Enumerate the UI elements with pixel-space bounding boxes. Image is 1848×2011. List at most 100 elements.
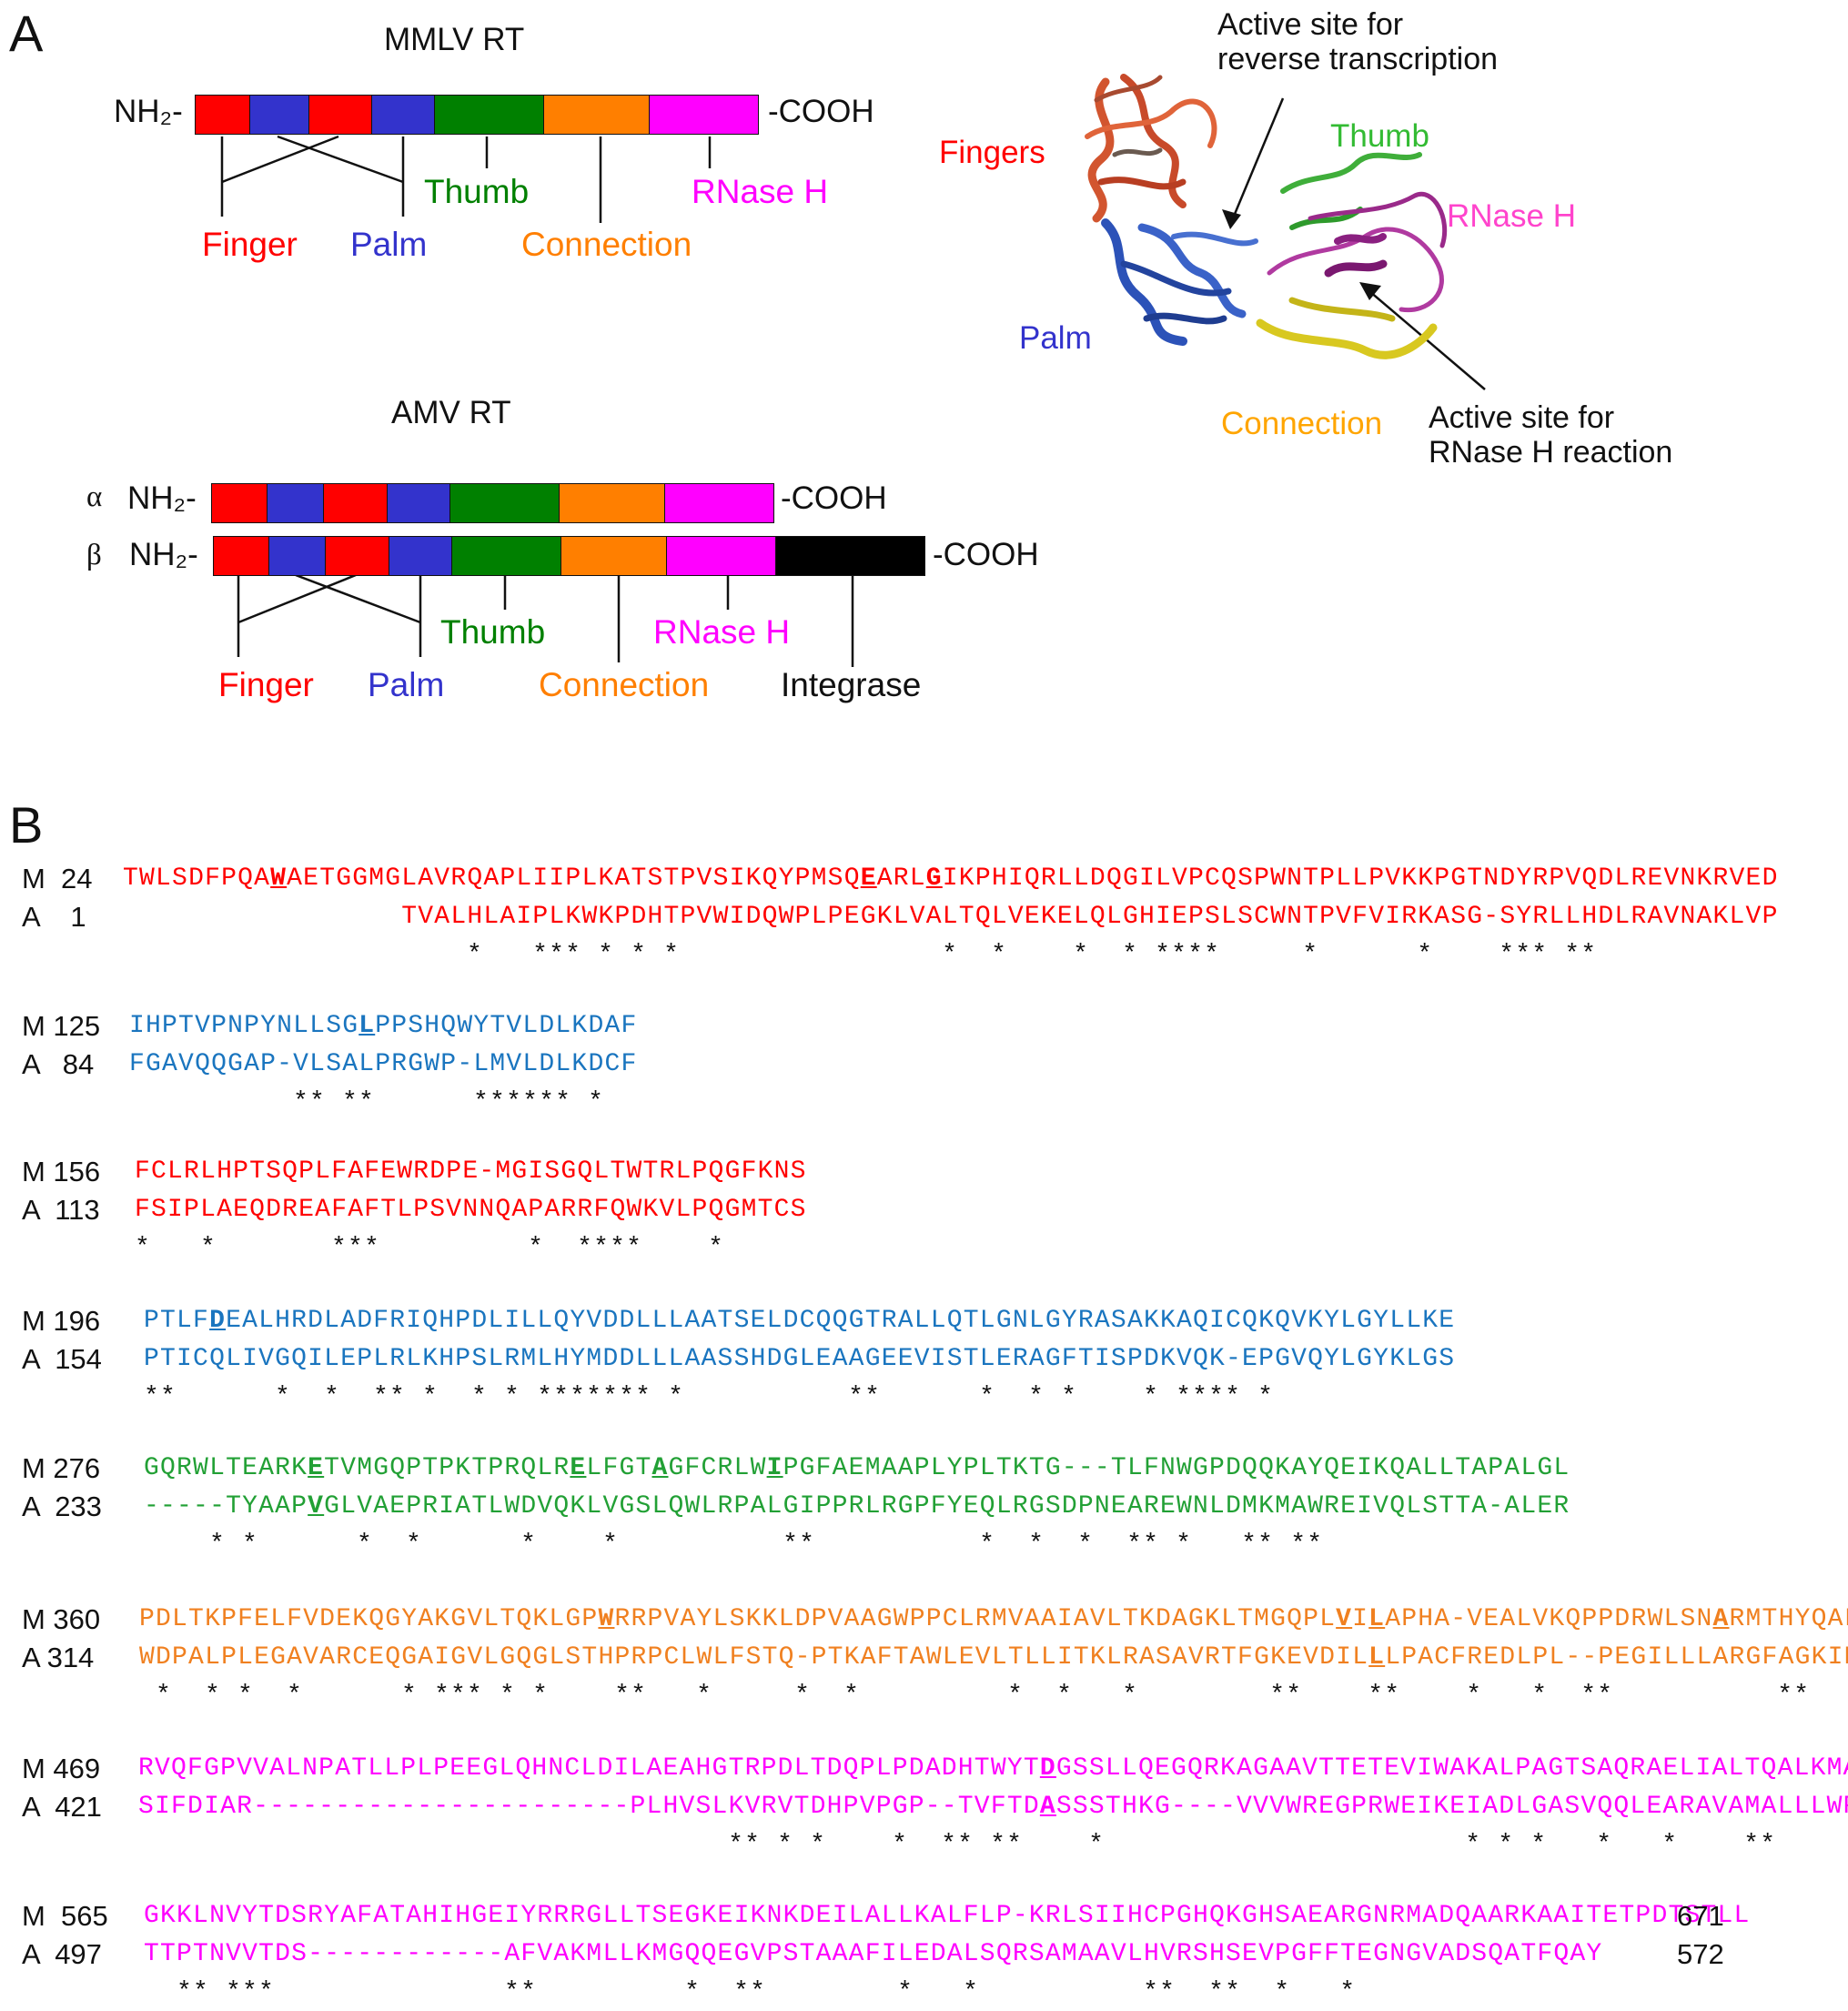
amv-alpha-label: α bbox=[86, 480, 103, 513]
mmlv-rnaseh-segment bbox=[649, 95, 759, 135]
amv-position-label: A 113 bbox=[22, 1194, 100, 1226]
mmlv-sequence: FCLRLHPTSQPLFAFEWRDPE-MGISGQLTWTRLPQGFKN… bbox=[135, 1157, 807, 1186]
amv-alpha-cooh-label: -COOH bbox=[781, 480, 887, 516]
amv-alpha-finger-segment-2 bbox=[323, 483, 388, 523]
amv-alpha-nh2-label: NH₂- bbox=[127, 480, 197, 516]
highlighted-residue: V bbox=[1336, 1605, 1353, 1633]
highlighted-residue: I bbox=[766, 1454, 783, 1482]
mmlv-sequence: PTLFDEALHRDLADFRIQHPDLILLQYVDDLLLAATSELD… bbox=[144, 1307, 1456, 1335]
mmlv-position-label: M 469 bbox=[22, 1753, 101, 1784]
highlighted-residue: G bbox=[925, 864, 943, 893]
amv-sequence: FSIPLAEQDREAFAFTLPSVNNQAPARRFQWKVLPQGMTC… bbox=[135, 1196, 807, 1224]
amv-beta-label: β bbox=[86, 539, 102, 571]
amv-position-label: A 84 bbox=[22, 1048, 95, 1080]
mmlv-position-label: M 156 bbox=[22, 1156, 101, 1187]
structure-thumb-label: Thumb bbox=[1330, 118, 1429, 154]
amv-position-label: A 497 bbox=[22, 1938, 102, 1970]
mmlv-rnaseh-label: RNase H bbox=[692, 173, 829, 210]
amv-beta-palm-segment-2 bbox=[389, 536, 452, 576]
highlighted-residue: L bbox=[358, 1012, 376, 1040]
structure-connection-label: Connection bbox=[1221, 406, 1383, 441]
mmlv-sequence: TWLSDFPQAWAETGGMGLAVRQAPLIIPLKATSTPVSIKQ… bbox=[123, 864, 1779, 893]
mmlv-sequence: GKKLNVYTDSRYAFATAHIHGEIYRRRGLLTSEGKEIKNK… bbox=[144, 1902, 1751, 1930]
amv-sequence: TTPTNVVTDS------------AFVAKMLLKMGQQEGVPS… bbox=[144, 1940, 1603, 1968]
highlighted-residue: V bbox=[308, 1492, 325, 1521]
mmlv-sequence: RVQFGPVVALNPATLLPLPEEGLQHNCLDILAEAHGTRPD… bbox=[138, 1754, 1848, 1783]
amv-beta-thumb-segment bbox=[451, 536, 561, 576]
highlighted-residue: A bbox=[1712, 1605, 1730, 1633]
amv-rnaseh-label: RNase H bbox=[653, 613, 791, 651]
highlighted-residue: D bbox=[209, 1307, 227, 1335]
conservation-stars: * *** * * * * * * * **** * * *** ** bbox=[123, 941, 1598, 969]
amv-beta-finger-segment-1 bbox=[213, 536, 269, 576]
structure-fingers-label: Fingers bbox=[939, 135, 1045, 170]
amv-position-label: A 233 bbox=[22, 1491, 102, 1522]
conservation-stars: ** ** ****** * bbox=[129, 1088, 605, 1117]
amv-sequence: -----TYAAPVGLVAEPRIATLWDVQKLVGSLQWLRPALG… bbox=[144, 1492, 1570, 1521]
amv-beta-finger-segment-2 bbox=[325, 536, 389, 576]
amv-palm-label: Palm bbox=[368, 666, 445, 703]
mmlv-sequence: IHPTVPNPYNLLSGLPPSHQWYTVLDLKDAF bbox=[129, 1012, 638, 1040]
mmlv-palm-segment-2 bbox=[371, 95, 435, 135]
amv-beta-palm-segment-1 bbox=[268, 536, 326, 576]
amv-alpha-thumb-segment bbox=[449, 483, 560, 523]
highlighted-residue: L bbox=[1368, 1643, 1386, 1672]
amv-alpha-finger-segment-1 bbox=[211, 483, 268, 523]
amv-beta-rnaseh-segment bbox=[666, 536, 776, 576]
mmlv-sequence: GQRWLTEARKETVMGQPTPKTPRQLRELFGTAGFCRLWIP… bbox=[144, 1454, 1570, 1482]
mmlv-finger-segment-1 bbox=[195, 95, 250, 135]
amv-end-position: 572 bbox=[1677, 1938, 1724, 1970]
amv-position-label: A 421 bbox=[22, 1791, 102, 1823]
highlighted-residue: A bbox=[1039, 1793, 1056, 1821]
conservation-stars: ** * * ** * * * ******* * ** * * * * ***… bbox=[144, 1383, 1275, 1411]
active-site-rt-label: Active site for reverse transcription bbox=[1217, 7, 1499, 76]
highlighted-residue: E bbox=[860, 864, 877, 893]
mmlv-palm-segment-1 bbox=[249, 95, 309, 135]
mmlv-position-label: M 276 bbox=[22, 1452, 101, 1484]
amv-sequence: FGAVQQGAP-VLSALPRGWP-LMVLDLKDCF bbox=[129, 1050, 638, 1078]
amv-position-label: A 154 bbox=[22, 1343, 102, 1375]
amv-alpha-palm-segment-1 bbox=[267, 483, 324, 523]
mmlv-end-position: 671 bbox=[1677, 1900, 1724, 1932]
conservation-stars: ** * * * ** ** * * * * * * ** bbox=[138, 1831, 1777, 1859]
mmlv-position-label: M 24 bbox=[22, 863, 93, 894]
mmlv-thumb-segment bbox=[434, 95, 544, 135]
mmlv-finger-segment-2 bbox=[308, 95, 372, 135]
conservation-stars: * * *** * **** * bbox=[135, 1234, 725, 1262]
structure-rnaseh-label: RNase H bbox=[1447, 198, 1576, 234]
mmlv-thumb-label: Thumb bbox=[424, 173, 530, 210]
mmlv-palm-label: Palm bbox=[350, 226, 428, 263]
mmlv-sequence: PDLTKPFELFVDEKQGYAKGVLTQKLGPWRRPVAYLSKKL… bbox=[139, 1605, 1848, 1633]
highlighted-residue: E bbox=[308, 1454, 325, 1482]
highlighted-residue: L bbox=[1368, 1605, 1386, 1633]
mmlv-position-label: M 196 bbox=[22, 1305, 101, 1337]
amv-position-label: A 1 bbox=[22, 901, 86, 933]
mmlv-connection-label: Connection bbox=[521, 226, 692, 263]
amv-title: AMV RT bbox=[391, 395, 511, 430]
amv-sequence: PTICQLIVGQILEPLRLKHPSLRMLHYMDDLLLAASSHDG… bbox=[144, 1345, 1456, 1373]
mmlv-position-label: M 360 bbox=[22, 1603, 101, 1635]
conservation-stars: * * * * * *** * * ** * * * * * * ** ** *… bbox=[139, 1682, 1811, 1710]
panel-a-letter: A bbox=[9, 5, 44, 62]
structure-palm-label: Palm bbox=[1019, 320, 1092, 356]
amv-thumb-label: Thumb bbox=[440, 613, 546, 651]
amv-sequence: TVALHLAIPLKWKPDHTPVWIDQWPLPEGKLVALTQLVEK… bbox=[401, 903, 1779, 931]
highlighted-residue: E bbox=[570, 1454, 587, 1482]
highlighted-residue: A bbox=[651, 1454, 669, 1482]
highlighted-residue: D bbox=[1039, 1754, 1056, 1783]
mmlv-nh2-label: NH₂- bbox=[114, 94, 183, 129]
amv-beta-integrase-segment bbox=[775, 536, 925, 576]
highlighted-residue: W bbox=[270, 864, 288, 893]
amv-sequence: WDPALPLEGAVARCEQGAIGVLGQGLSTHPRPCLWLFSTQ… bbox=[139, 1643, 1848, 1672]
mmlv-finger-label: Finger bbox=[202, 226, 298, 263]
amv-beta-cooh-label: -COOH bbox=[933, 537, 1039, 572]
amv-alpha-rnaseh-segment bbox=[664, 483, 774, 523]
active-site-rnaseh-label: Active site for RNase H reaction bbox=[1429, 400, 1673, 470]
conservation-stars: ** *** ** * ** * * ** ** * * bbox=[144, 1978, 1357, 2006]
amv-position-label: A 314 bbox=[22, 1642, 95, 1673]
mmlv-connection-segment bbox=[543, 95, 650, 135]
mmlv-title: MMLV RT bbox=[384, 22, 525, 57]
amv-beta-connection-segment bbox=[560, 536, 667, 576]
highlighted-residue: W bbox=[598, 1605, 615, 1633]
